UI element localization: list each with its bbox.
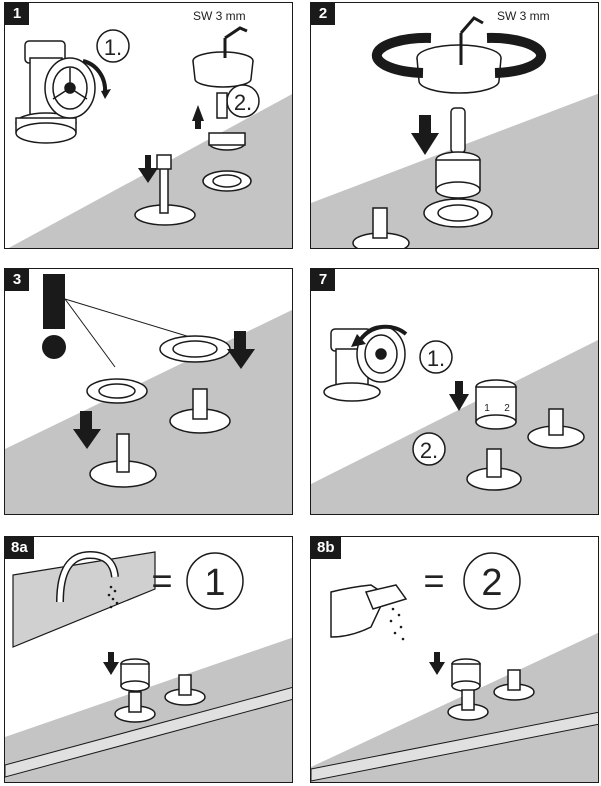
down-arrow-icon <box>103 662 119 675</box>
down-arrow-icon <box>429 662 445 675</box>
step-badge: 1 <box>5 3 29 25</box>
result-number: 2 <box>481 562 502 604</box>
valve-body <box>323 325 406 402</box>
panel-step-8a: = 1 8a <box>4 536 293 783</box>
rotate-arrow-icon <box>371 32 432 78</box>
step-1-illustration: 1. SW 3 mm 2. <box>8 9 292 248</box>
step-2-illustration: SW 3 mm <box>311 9 598 248</box>
valve-body <box>15 40 96 144</box>
shower-head-icon <box>364 584 408 610</box>
panel-step-2: SW 3 mm 2 <box>310 2 599 249</box>
tool-size-label: SW 3 mm <box>497 9 550 23</box>
step-badge: 2 <box>311 3 335 25</box>
panel-step-7: 1. 2. 1 2 7 <box>310 268 599 515</box>
result-number: 1 <box>204 562 225 604</box>
step-1-label: 1. <box>104 35 122 60</box>
warning-icon <box>42 274 66 359</box>
step-8a-illustration: = 1 <box>5 550 292 782</box>
equals-sign: = <box>423 560 444 601</box>
handle-knob <box>475 379 517 430</box>
bathtub-rim <box>12 551 156 648</box>
down-arrow-icon <box>73 429 101 449</box>
panel-step-8b: = 2 8b <box>310 536 599 783</box>
dial-marking-1: 1 <box>484 403 490 414</box>
step-1-label: 1. <box>427 346 445 371</box>
hex-key-icon <box>459 16 484 65</box>
down-arrow-icon <box>449 394 469 411</box>
cartridge-parts <box>352 107 493 248</box>
step-badge: 8a <box>5 537 34 559</box>
up-arrow-icon <box>192 105 204 121</box>
rotate-arrow-icon <box>359 324 408 341</box>
equals-sign: = <box>151 560 172 601</box>
step-8b-illustration: = 2 <box>311 552 598 782</box>
seal-rings <box>86 335 231 488</box>
handle-cap <box>192 51 254 88</box>
water-stream-icon <box>107 585 119 609</box>
tool-size-label: SW 3 mm <box>193 9 246 23</box>
dial-marking-2: 2 <box>504 403 510 414</box>
step-badge: 8b <box>311 537 341 559</box>
step-2-label: 2. <box>420 438 438 463</box>
handle-cap <box>416 44 502 94</box>
handle-knob <box>114 658 206 723</box>
down-arrow-icon <box>138 168 158 183</box>
panel-step-1: 1. SW 3 mm 2. 1 <box>4 2 293 249</box>
water-spray-icon <box>389 607 405 641</box>
cartridge-parts <box>466 408 585 491</box>
panel-step-3: 3 <box>4 268 293 515</box>
rotate-arrow-icon <box>82 59 108 94</box>
step-1-circle <box>96 29 130 63</box>
step-3-illustration <box>5 274 292 514</box>
handle-knob <box>447 658 535 721</box>
hex-key-icon <box>223 26 248 58</box>
down-arrow-icon <box>411 133 439 155</box>
down-arrow-icon <box>227 349 255 369</box>
step-7-illustration: 1. 2. 1 2 <box>311 324 598 514</box>
step-badge: 7 <box>311 269 335 291</box>
step-2-label: 2. <box>234 90 252 115</box>
cartridge-parts <box>134 92 252 226</box>
step-badge: 3 <box>5 269 29 291</box>
